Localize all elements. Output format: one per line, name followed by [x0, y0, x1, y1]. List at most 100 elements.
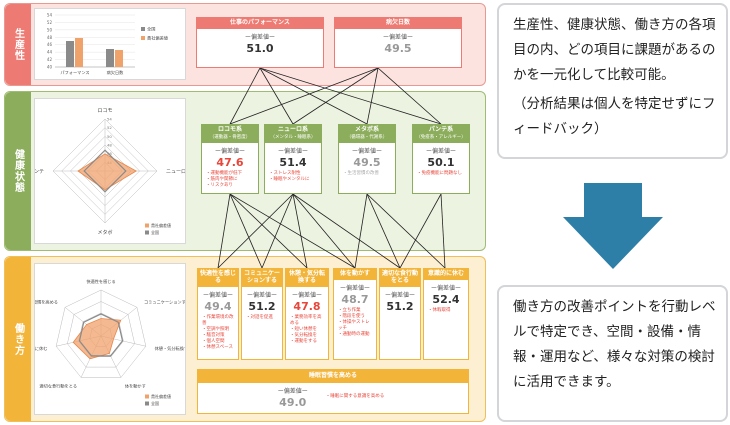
- sleep-card-title: 睡眠習慣を高める: [198, 370, 468, 383]
- health-card-notes: ・免疫機能に問題なし: [417, 170, 462, 176]
- score-label: ー偏差値ー: [277, 387, 308, 395]
- work-card-title: 体を動かす: [334, 269, 376, 280]
- work-card-diet: 適切な食行動をとる ー偏差値ー 51.2: [379, 268, 421, 360]
- work-card-notes: ・対話を促進: [246, 314, 273, 320]
- radar-axis-label: 適切な食行動をとる: [39, 383, 77, 390]
- y-tick-label: 42: [47, 57, 53, 62]
- health-card-value: 51.4: [279, 155, 307, 169]
- info-top-main: 生産性、健康状態、働き方の各項目の内、どの項目に課題があるのかを一元化して比較可…: [513, 17, 716, 83]
- score-label: ー偏差値ー: [244, 33, 275, 41]
- radar-axis-label: 快適性を感じる: [86, 278, 115, 285]
- info-bottom-text: 働き方の改善ポイントを行動レベルで特定でき、空間・設備・情報・運用など、様々な対…: [513, 299, 716, 390]
- work-card-notes: ・作業環境の改善・空調や照明・騒音対策・個人空間・休憩スペース: [202, 314, 234, 351]
- info-top-sub: （分析結果は個人を特定せずにフィードバック）: [513, 96, 716, 137]
- legend-label: 全国: [151, 229, 159, 235]
- work-card-value: 48.7: [341, 292, 369, 306]
- work-card-value: 52.4: [432, 292, 460, 306]
- score-label: ー偏差値ー: [246, 291, 277, 299]
- radar-axis-label: メタボ: [97, 229, 112, 236]
- health-label: 健康状態: [12, 149, 24, 193]
- info-box-top: 生産性、健康状態、働き方の各項目の内、どの項目に課題があるのかを一元化して比較可…: [497, 3, 728, 159]
- health-card-title: ロコモ系: [217, 126, 242, 133]
- radar-axis-label: 休憩・気分転換する: [155, 345, 185, 352]
- y-tick-label: 40: [47, 65, 53, 70]
- legend-swatch: [145, 223, 149, 228]
- workstyle-chart-panel: 快適性を感じるコミュニケーションする休憩・気分転換する体を動かす 適切な食行動をと…: [34, 263, 186, 415]
- productivity-bar-chart: 5452504846444240パフォーマンス病欠日数全国貴社偏差値: [47, 13, 168, 77]
- y-tick-label: 52: [47, 20, 53, 25]
- legend-label: 全国: [151, 400, 159, 406]
- bar: [115, 50, 123, 67]
- health-card-title: ニューロ系: [277, 126, 308, 133]
- down-arrow-icon: [563, 183, 663, 269]
- workstyle-band: 働き方: [5, 257, 31, 421]
- sick-days-card: 病欠日数 ー偏差値ー 49.5: [334, 17, 462, 68]
- health-card-value: 50.1: [427, 155, 455, 169]
- sleep-card-note: ・睡眠に関する意識を高める: [325, 394, 385, 400]
- score-label: ー偏差値ー: [384, 291, 415, 299]
- health-card-subtitle: （免疫系・アレルギー）: [416, 134, 466, 140]
- health-card-neuro: ニューロ系（メンタル・睡眠系） ー偏差値ー 51.4 ・ストレス耐性・睡眠やメン…: [264, 124, 322, 194]
- health-band: 健康状態: [5, 92, 31, 250]
- radar-series-company: [77, 153, 138, 191]
- score-label: ー偏差値ー: [277, 147, 308, 155]
- score-label: ー偏差値ー: [214, 147, 245, 155]
- score-label: ー偏差値ー: [339, 284, 370, 292]
- productivity-label: 生産性: [12, 28, 24, 61]
- health-card-title: メタボ系: [354, 126, 379, 133]
- health-card-metabo: メタボ系（循環器・代謝系） ー偏差値ー 49.5 ・生活習慣の改善: [338, 124, 396, 194]
- work-card-title: 適切な食行動をとる: [380, 269, 420, 287]
- work-card-title: 意識的に休む: [424, 269, 468, 280]
- score-label: ー偏差値ー: [351, 147, 382, 155]
- work-card-rest: 意識的に休む ー偏差値ー 52.4 ・休暇取得: [423, 268, 469, 360]
- radar-tick-label: 50: [107, 134, 112, 139]
- y-tick-label: 50: [47, 27, 53, 32]
- health-card-value: 47.6: [216, 155, 244, 169]
- radar-series-national: [83, 149, 127, 193]
- health-card-pante: パンテ系（免疫系・アレルギー） ー偏差値ー 50.1 ・免疫機能に問題なし: [412, 124, 470, 194]
- health-card-notes: ・ストレス耐性・睡眠やメンタルに: [269, 170, 310, 182]
- radar-axis-label: コミュニケーションする: [144, 299, 185, 306]
- health-card-notes: ・生活習慣の改善: [343, 170, 379, 176]
- health-card-subtitle: （メンタル・睡眠系）: [270, 134, 316, 140]
- y-tick-label: 48: [47, 35, 53, 40]
- work-card-notes: ・立ち作業・階段を使う・体操やストレッチ・通勤時の運動: [338, 307, 370, 338]
- radar-axis-label: ロコモ: [97, 108, 112, 114]
- work-card-title: 休憩・気分転換する: [286, 269, 328, 287]
- work-card-sleep: 睡眠習慣を高める ー偏差値ー 49.0 ・睡眠に関する意識を高める: [197, 369, 469, 414]
- work-card-notes: ・業務効率を高める・短い休憩を・気分転換を・運動をする: [290, 314, 322, 345]
- x-tick-label: 病欠日数: [107, 69, 125, 76]
- radar-series-national: [78, 313, 124, 357]
- work-card-value: 51.2: [386, 299, 414, 313]
- work-card-comfort: 快適性を感じる ー偏差値ー 49.4 ・作業環境の改善・空調や照明・騒音対策・個…: [197, 268, 239, 360]
- y-tick-label: 44: [47, 50, 53, 55]
- work-card-title: 快適性を感じる: [198, 269, 238, 287]
- sick-days-title: 病欠日数: [335, 18, 461, 29]
- legend-label: 貴社偏差値: [147, 35, 168, 42]
- work-card-value: 49.4: [204, 299, 232, 313]
- radar-axis-label: パンテ: [35, 169, 44, 175]
- radar-axis-label: 意識的に休む: [35, 345, 47, 352]
- score-label: ー偏差値ー: [202, 291, 233, 299]
- health-card-locomo: ロコモ系（運動器・骨密度） ー偏差値ー 47.6 ・運動機能が低下・筋肉や関節に…: [201, 124, 259, 194]
- radar-ring: [78, 312, 124, 357]
- health-radar-chart: ロコモニューロメタボパンテ545250484644貴社偏差値全国: [35, 108, 185, 236]
- radar-axis-label: 睡眠習慣を高める: [35, 299, 58, 306]
- bar: [75, 38, 83, 67]
- performance-card: 仕事のパフォーマンス ー偏差値ー 51.0: [196, 17, 324, 68]
- y-tick-label: 46: [47, 42, 53, 47]
- radar-tick-label: 52: [107, 125, 112, 130]
- work-card-value: 47.8: [293, 299, 321, 313]
- x-tick-label: パフォーマンス: [60, 70, 89, 76]
- y-tick-label: 54: [47, 13, 53, 18]
- legend-label: 貴社偏差値: [151, 393, 171, 399]
- health-card-subtitle: （循環器・代謝系）: [346, 134, 388, 140]
- work-card-notes: ・休暇取得: [428, 307, 451, 313]
- score-label: ー偏差値ー: [291, 291, 322, 299]
- work-card-value: 51.2: [248, 299, 276, 313]
- performance-title: 仕事のパフォーマンス: [197, 18, 323, 29]
- radar-axis-label: 体を動かす: [125, 383, 146, 390]
- radar-axis-label: ニューロ: [166, 169, 185, 175]
- score-label: ー偏差値ー: [382, 33, 413, 41]
